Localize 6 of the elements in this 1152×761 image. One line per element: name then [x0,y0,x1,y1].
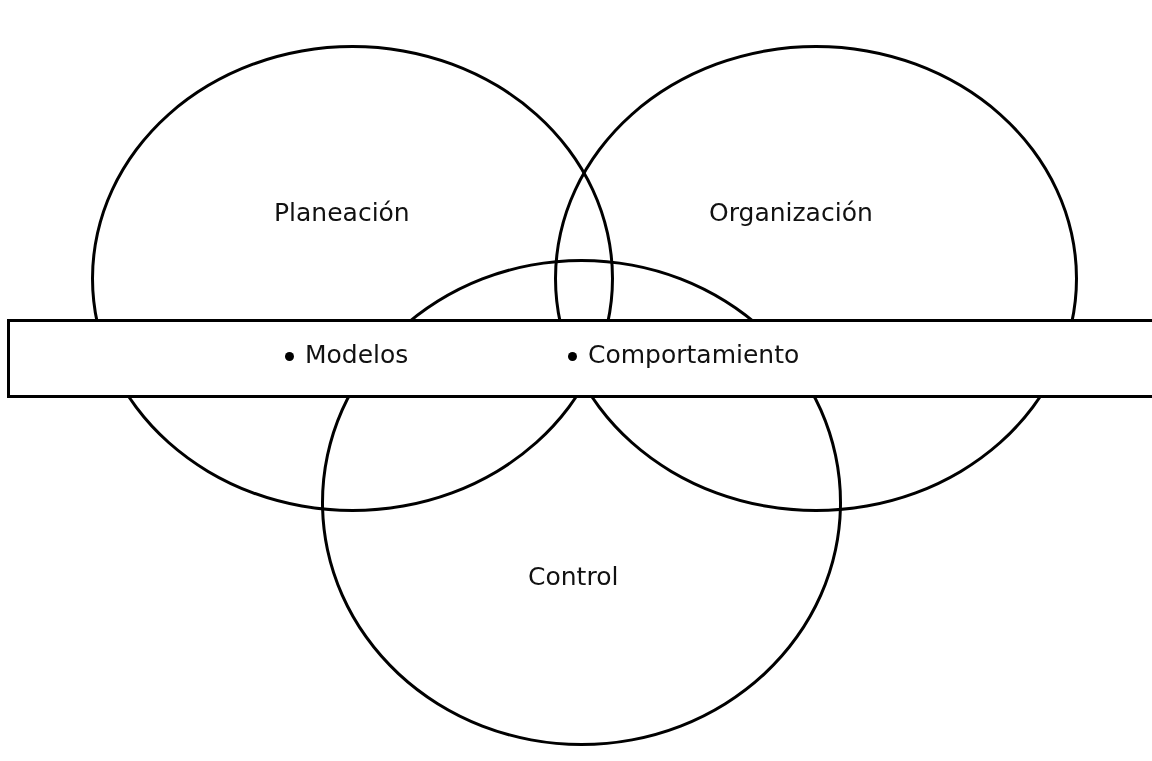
circle-label: Organización [709,198,873,227]
circle-label: Control [528,562,619,591]
bullet-item: Comportamiento [588,340,800,369]
horizontal-band [7,319,1152,398]
circle-label: Planeación [274,198,410,227]
bullet-item: Modelos [305,340,409,369]
